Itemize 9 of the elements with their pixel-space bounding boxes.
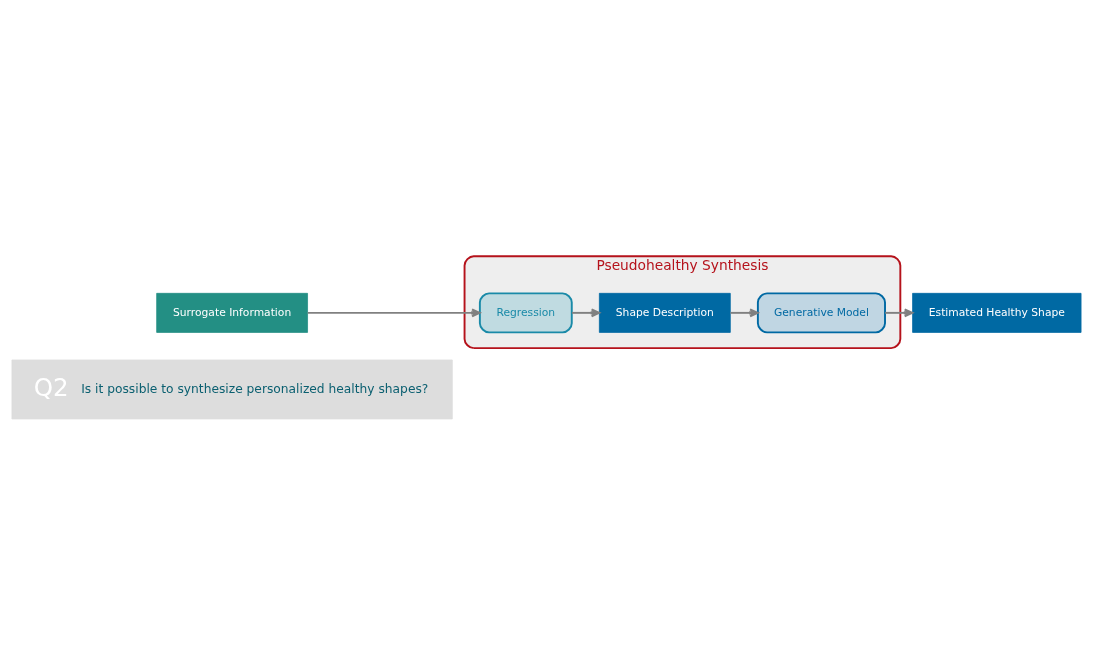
arrow [729,307,759,317]
node-box: Estimated Healthy Shape [912,292,1082,333]
arrow [884,307,914,317]
node-box: Shape Description [598,292,731,333]
node-box: Surrogate Information [156,292,308,333]
arrow [306,307,481,317]
arrow [571,307,601,317]
node-box: Generative Model [756,291,886,333]
node-box: Regression [478,291,573,333]
